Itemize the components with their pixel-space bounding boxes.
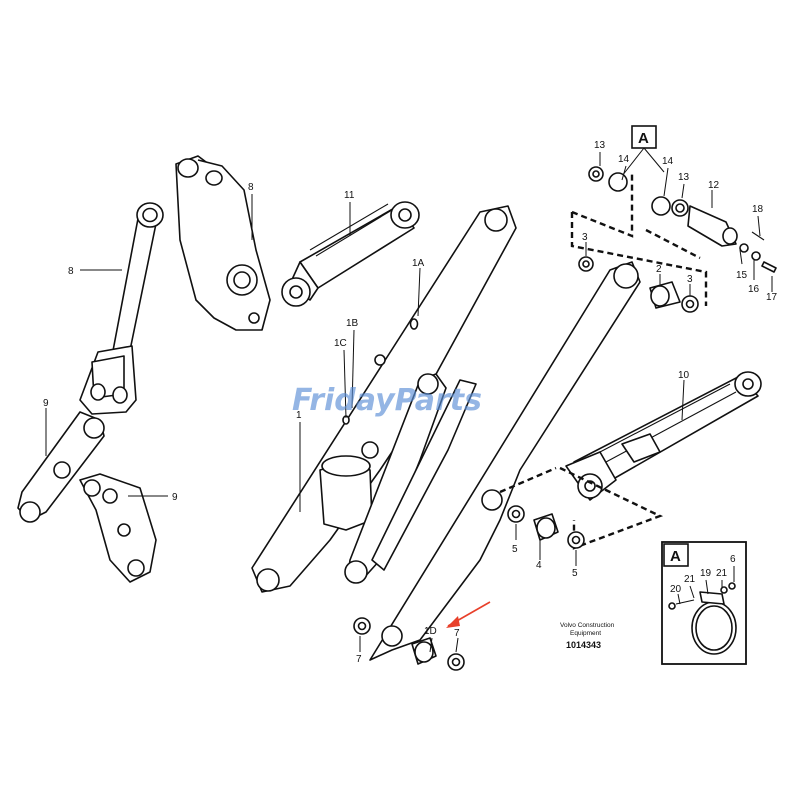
inset-detail-a: A: [661, 541, 747, 665]
detail-a-pin-assembly: A: [570, 125, 777, 313]
callout-11: 11: [344, 190, 355, 201]
callout-8-bellcrank: 8: [248, 182, 254, 193]
callout-3-left: 3: [582, 232, 588, 243]
caption-line-2: Equipment: [570, 630, 601, 637]
caption-line-1: Volvo Construction: [560, 622, 615, 629]
highlight-arrow: [446, 601, 491, 628]
watermark-logo: FridayParts: [292, 383, 482, 418]
callout-3-right: 3: [687, 274, 693, 285]
link-part-9-lower: [79, 473, 157, 583]
callout-12: 12: [708, 180, 720, 191]
callout-1: 1: [296, 410, 302, 421]
callout-10: 10: [678, 370, 690, 381]
callout-13-right: 13: [678, 172, 690, 183]
inset-label-box: [663, 543, 689, 567]
boom-frame-part-1: [251, 205, 641, 661]
callout-21-right: 21: [716, 568, 728, 579]
inset-label: A: [670, 548, 681, 565]
callout-9-lower: 9: [172, 492, 178, 503]
hydraulic-cylinder-part-10: [499, 371, 762, 550]
callout-5-left: 5: [512, 544, 518, 555]
detail-a-label: A: [638, 130, 649, 147]
callout-17: 17: [766, 292, 778, 303]
callout-15: 15: [736, 270, 748, 281]
link-part-9-upper: [17, 411, 105, 523]
callout-14-left: 14: [618, 154, 630, 165]
callout-1a: 1A: [412, 258, 425, 269]
callout-1c: 1C: [334, 338, 347, 349]
callout-5-right: 5: [572, 568, 578, 579]
callout-1d: 1D: [424, 626, 437, 637]
link-rod-part-8: [79, 202, 164, 415]
callout-1b: 1B: [346, 318, 359, 329]
callout-4: 4: [536, 560, 542, 571]
bushings-part-1d-7: [353, 617, 465, 671]
callout-6: 6: [730, 554, 736, 565]
bushings-part-4-5: [507, 505, 585, 549]
hydraulic-cylinder-part-11: [281, 201, 420, 307]
diagram-caption: Volvo Construction Equipment 1014343: [560, 622, 615, 650]
leader-lines: [45, 152, 773, 653]
bellcrank-part-8: [175, 155, 271, 331]
callout-numbers: 8 8 11 9 9 1 1A 1B 1C 13 14 14 13 12 18 …: [43, 140, 778, 665]
callout-7-left: 7: [356, 654, 362, 665]
caption-number: 1014343: [566, 640, 601, 650]
callout-9-upper: 9: [43, 398, 49, 409]
callout-8-link: 8: [68, 266, 74, 277]
callout-18: 18: [752, 204, 764, 215]
callout-19: 19: [700, 568, 712, 579]
callout-13-left: 13: [594, 140, 606, 151]
callout-21-left: 21: [684, 574, 696, 585]
callout-2: 2: [656, 264, 662, 275]
callout-14-right: 14: [662, 156, 674, 167]
callout-16: 16: [748, 284, 760, 295]
callout-7-right: 7: [454, 628, 460, 639]
callout-20: 20: [670, 584, 682, 595]
